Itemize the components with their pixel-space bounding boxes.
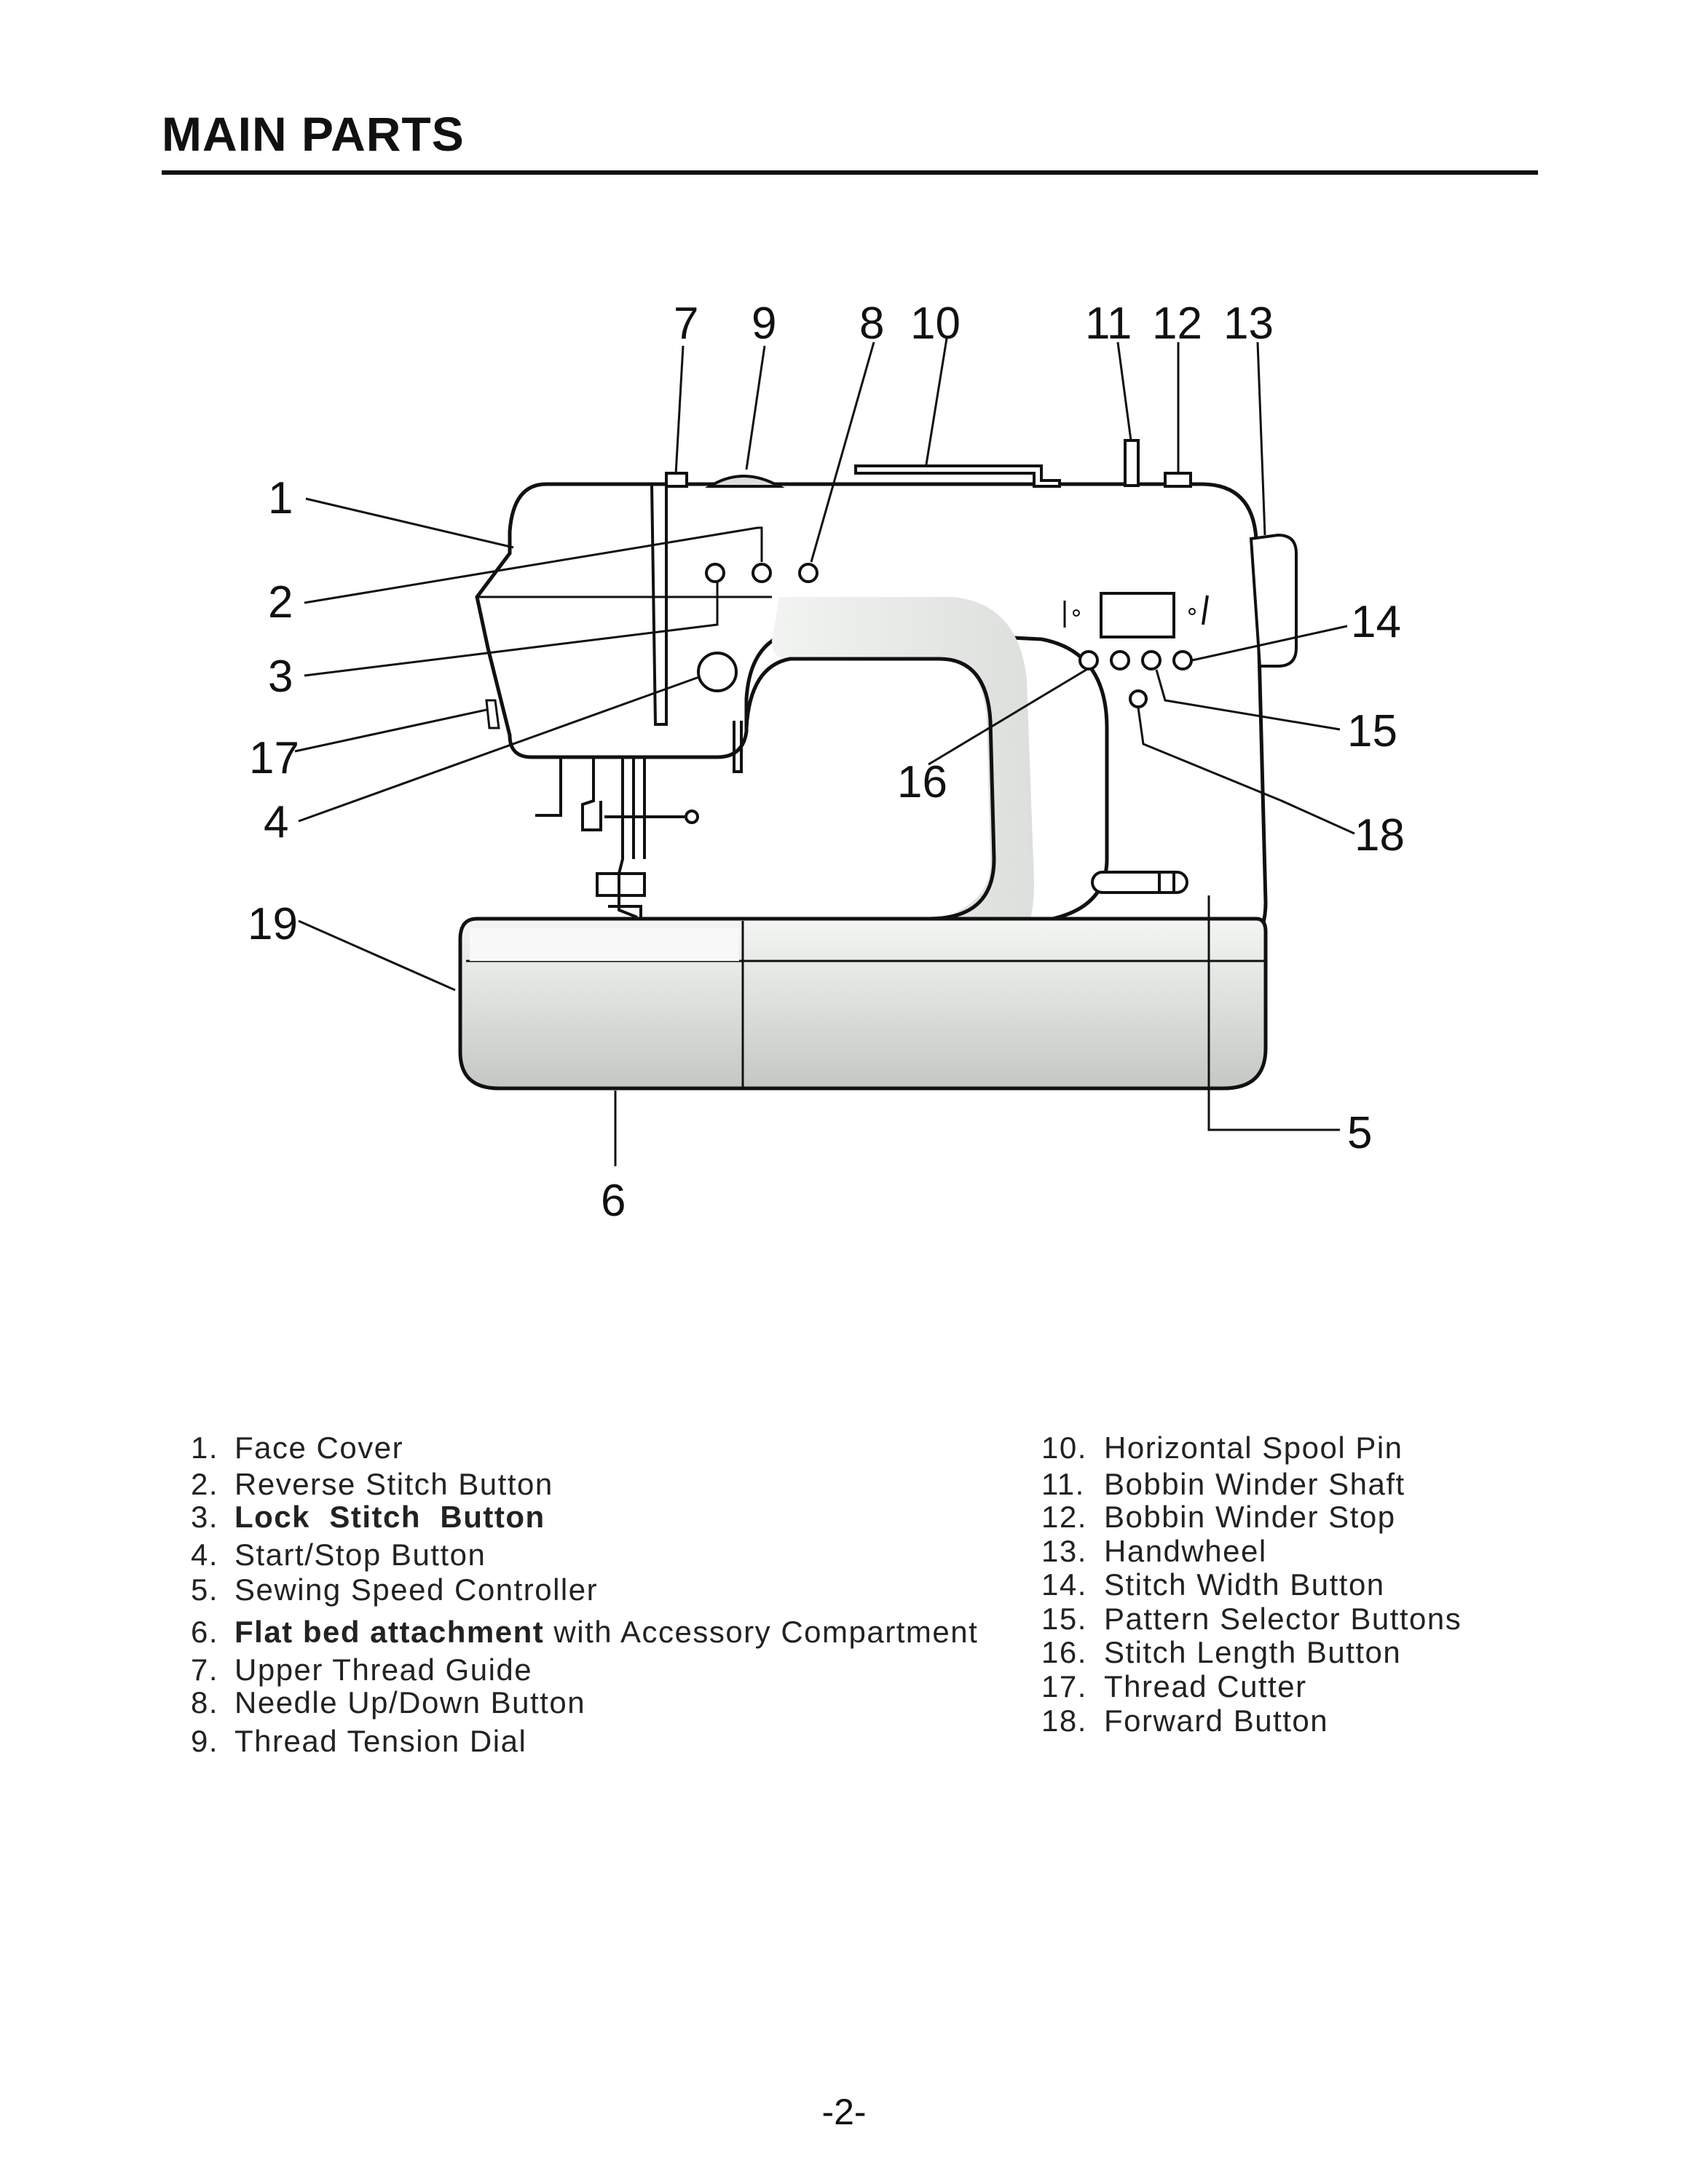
callout-14: 14 [1351, 597, 1401, 647]
callout-6: 6 [601, 1176, 626, 1226]
callout-5: 5 [1347, 1108, 1372, 1158]
list-item: 9.Thread Tension Dial [191, 1724, 527, 1758]
list-item: 16.Stitch Length Button [1041, 1635, 1402, 1669]
callout-3: 3 [268, 652, 293, 702]
list-item: 17.Thread Cutter [1041, 1669, 1307, 1704]
list-item: 18.Forward Button [1041, 1704, 1329, 1738]
list-item: 5.Sewing Speed Controller [191, 1572, 599, 1607]
thread-cutter [485, 699, 500, 729]
list-item: 12.Bobbin Winder Stop [1041, 1500, 1396, 1534]
callout-8: 8 [859, 298, 884, 349]
list-item: 8.Needle Up/Down Button [191, 1685, 586, 1720]
title-rule [162, 170, 1538, 175]
callout-numbers: 1 2 3 4 5 6 7 8 9 10 11 12 13 14 15 16 1… [248, 298, 1405, 1226]
list-item: 14.Stitch Width Button [1041, 1567, 1385, 1602]
callout-2: 2 [268, 577, 293, 628]
list-item: 15.Pattern Selector Buttons [1041, 1602, 1462, 1636]
list-item: 13.Handwheel [1041, 1534, 1267, 1568]
callout-16: 16 [897, 757, 947, 807]
callout-18: 18 [1354, 810, 1405, 860]
callout-17: 17 [249, 733, 299, 783]
list-item: 2.Reverse Stitch Button [191, 1467, 553, 1501]
list-item: 11.Bobbin Winder Shaft [1041, 1467, 1405, 1501]
top-parts [665, 439, 1192, 488]
callout-9: 9 [752, 298, 776, 349]
list-item: 10.Horizontal Spool Pin [1041, 1431, 1403, 1465]
head-buttons [697, 563, 819, 692]
list-item: 6.Flat bed attachment with Accessory Com… [191, 1615, 979, 1649]
callout-10: 10 [910, 298, 961, 349]
list-item: 7.Upper Thread Guide [191, 1653, 533, 1687]
callout-13: 13 [1223, 298, 1274, 349]
callout-7: 7 [674, 298, 698, 349]
control-panel [1063, 592, 1209, 708]
callout-19: 19 [248, 899, 298, 949]
needle-assembly [535, 721, 743, 920]
callout-15: 15 [1347, 706, 1397, 756]
leader-lines [294, 338, 1355, 1166]
flat-bed [458, 917, 1268, 1091]
face-cover-vertical [650, 483, 668, 726]
list-item: 4.Start/Stop Button [191, 1538, 486, 1572]
callout-4: 4 [264, 797, 288, 847]
page-title: MAIN PARTS [162, 107, 465, 161]
callout-12: 12 [1152, 298, 1202, 349]
arch-inner-outline [728, 657, 996, 921]
list-item: 3.Lock Stitch Button [191, 1500, 545, 1534]
handwheel [1249, 533, 1298, 668]
page-number: -2- [821, 2092, 867, 2132]
list-item: 1.Face Cover [191, 1431, 404, 1465]
speed-slider [1091, 871, 1188, 894]
callout-1: 1 [268, 473, 293, 523]
callout-11: 11 [1085, 298, 1132, 349]
arm-shading [772, 597, 1034, 939]
